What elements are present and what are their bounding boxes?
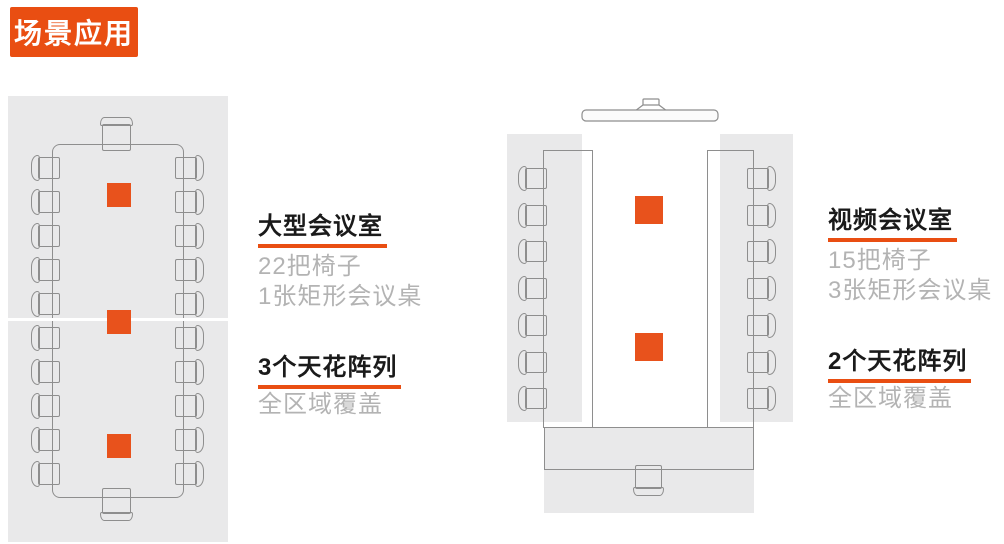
- chair-icon: [31, 257, 62, 285]
- chair-count-text: 22把椅子: [258, 253, 362, 280]
- chair-icon: [31, 461, 62, 489]
- chair-icon: [31, 427, 62, 455]
- ceiling-array-marker: [107, 310, 131, 334]
- table-count-text: 3张矩形会议桌: [828, 277, 993, 304]
- ceiling-array-marker: [635, 196, 663, 224]
- chair-icon: [745, 276, 776, 303]
- chair-icon: [173, 325, 204, 353]
- chair-icon: [518, 166, 549, 193]
- chair-icon: [31, 291, 62, 319]
- coverage-text: 全区域覆盖: [258, 391, 383, 418]
- chair-icon: [31, 189, 62, 217]
- side-table-left: [543, 150, 593, 428]
- chair-icon: [745, 203, 776, 230]
- ceiling-array-marker: [107, 183, 131, 207]
- chair-icon: [745, 350, 776, 377]
- chair-icon: [31, 325, 62, 353]
- chair-icon: [100, 486, 135, 521]
- chair-icon: [173, 189, 204, 217]
- chair-icon: [173, 461, 204, 489]
- ceiling-array-heading: 3个天花阵列: [258, 347, 402, 389]
- chair-icon: [518, 350, 549, 377]
- section-title-badge: 场景应用: [10, 7, 138, 57]
- room-title: 视频会议室: [828, 200, 957, 242]
- coverage-text: 全区域覆盖: [828, 385, 953, 412]
- chair-icon: [173, 291, 204, 319]
- conference-table: [52, 144, 184, 498]
- room-background-panel-bottom: [544, 427, 754, 513]
- room-title: 大型会议室: [258, 206, 387, 248]
- chair-icon: [518, 386, 549, 413]
- bottom-table: [544, 427, 754, 470]
- chair-icon: [173, 359, 204, 387]
- chair-icon: [31, 393, 62, 421]
- table-count-text: 1张矩形会议桌: [258, 283, 423, 310]
- ceiling-array-marker: [107, 434, 131, 458]
- chair-icon: [173, 427, 204, 455]
- chair-icon: [173, 155, 204, 183]
- chair-icon: [173, 223, 204, 251]
- chair-icon: [745, 166, 776, 193]
- chair-icon: [518, 203, 549, 230]
- chair-icon: [518, 276, 549, 303]
- chair-icon: [518, 313, 549, 340]
- chair-icon: [31, 155, 62, 183]
- chair-icon: [173, 393, 204, 421]
- ceiling-array-heading: 2个天花阵列: [828, 341, 972, 383]
- chair-icon: [100, 117, 135, 153]
- chair-icon: [31, 223, 62, 251]
- chair-icon: [745, 239, 776, 266]
- chair-count-text: 15把椅子: [828, 247, 932, 274]
- display-screen-icon: [581, 98, 719, 122]
- ceiling-array-marker: [635, 333, 663, 361]
- chair-icon: [173, 257, 204, 285]
- chair-icon: [518, 239, 549, 266]
- chair-icon: [745, 313, 776, 340]
- chair-icon: [633, 463, 666, 496]
- chair-icon: [31, 359, 62, 387]
- chair-icon: [745, 386, 776, 413]
